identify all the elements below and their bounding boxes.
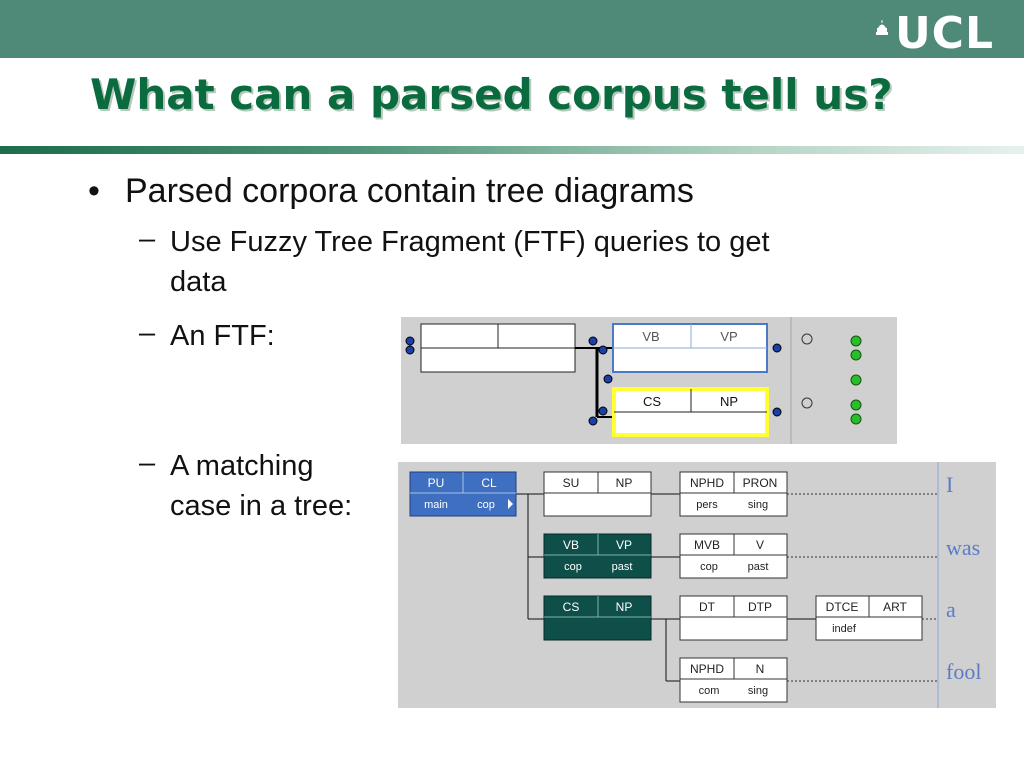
tree-nphd-cat: N: [756, 662, 765, 676]
tree-vb-fn: VB: [563, 538, 579, 552]
tree-root-f2: cop: [477, 499, 495, 511]
tree-svg: PU CL main cop SU NP NPHD PRON pers sing…: [409, 462, 981, 708]
tree-vb-f2: past: [612, 561, 633, 573]
ftf-link-dots: [405, 333, 862, 426]
tree-dtce-f1: indef: [832, 623, 857, 635]
tree-npsubj-fn: NPHD: [690, 476, 724, 490]
ftf-diagram: VB VP CS NP: [401, 317, 897, 444]
matching-tree: PU CL main cop SU NP NPHD PRON pers sing…: [398, 462, 996, 708]
tree-root-cat: CL: [481, 476, 497, 490]
tree-dt-cat: DTP: [748, 600, 772, 614]
sub-item-3-line2: case in a tree:: [170, 490, 353, 522]
ftf-cs-cat: NP: [720, 394, 738, 409]
ftf-vb-fn: VB: [642, 329, 659, 344]
tree-su-fn: SU: [563, 476, 580, 490]
sub-item-2: An FTF:: [170, 320, 275, 352]
tree-nphd-f2: sing: [748, 685, 768, 697]
bullet-dot: •: [88, 172, 100, 210]
slide-title: What can a parsed corpus tell us?: [90, 70, 893, 119]
tree-npsubj-f2: sing: [748, 499, 768, 511]
dash-2: –: [139, 317, 156, 349]
bullet-text: Parsed corpora contain tree diagrams: [125, 172, 694, 210]
tree-word-1: I: [946, 472, 953, 497]
tree-cs-cat: NP: [616, 600, 633, 614]
tree-mvb-f2: past: [748, 561, 769, 573]
ftf-cs-fn: CS: [643, 394, 661, 409]
tree-mvb-f1: cop: [700, 561, 718, 573]
ftf-svg: VB VP CS NP: [405, 317, 862, 444]
tree-vb-f1: cop: [564, 561, 582, 573]
ftf-vb-cat: VP: [720, 329, 737, 344]
sub-item-1-line1: Use Fuzzy Tree Fragment (FTF) queries to…: [170, 226, 770, 258]
tree-word-4: fool: [946, 659, 981, 684]
tree-word-2: was: [946, 535, 980, 560]
sub-item-1-line2: data: [170, 266, 227, 298]
tree-su-cat: NP: [616, 476, 633, 490]
tree-mvb-fn: MVB: [694, 538, 720, 552]
tree-root-f1: main: [424, 499, 448, 511]
ucl-logo: UCL: [875, 8, 994, 59]
dash-1: –: [139, 223, 156, 255]
sub-item-3-line1: A matching: [170, 450, 314, 482]
dash-3: –: [139, 447, 156, 479]
tree-dt-fn: DT: [699, 600, 716, 614]
tree-npsubj-f1: pers: [696, 499, 718, 511]
title-rule: [0, 146, 1024, 154]
sub-item-3: A matching case in a tree:: [170, 446, 352, 526]
header-bar: UCL: [0, 0, 1024, 58]
ucl-dome-icon: [875, 20, 888, 35]
tree-dtce-cat: ART: [883, 600, 907, 614]
tree-nphd-f1: com: [699, 685, 720, 697]
tree-dtce-fn: DTCE: [826, 600, 859, 614]
tree-cs-fn: CS: [563, 600, 580, 614]
tree-nphd-fn: NPHD: [690, 662, 724, 676]
tree-root-fn: PU: [428, 476, 445, 490]
tree-word-3: a: [946, 597, 956, 622]
tree-npsubj-cat: PRON: [743, 476, 778, 490]
tree-mvb-cat: V: [756, 538, 764, 552]
logo-text: UCL: [894, 8, 994, 59]
sub-item-1: Use Fuzzy Tree Fragment (FTF) queries to…: [170, 222, 770, 302]
tree-vb-cat: VP: [616, 538, 632, 552]
